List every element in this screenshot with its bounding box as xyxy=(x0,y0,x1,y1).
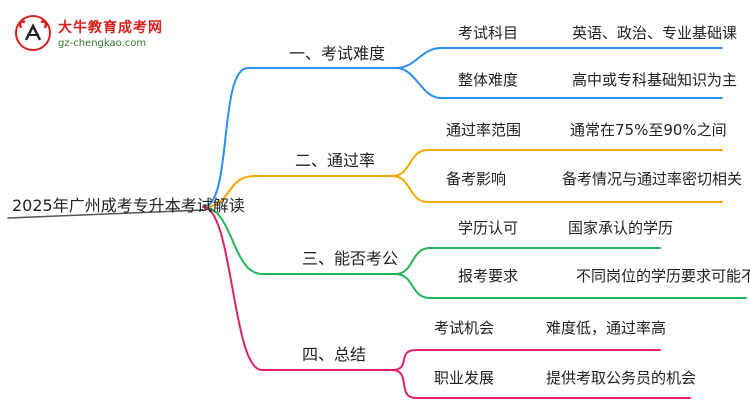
leaf-value-prep-impact: 备考情况与通过率密切相关 xyxy=(562,170,743,188)
leaf-label-degree-recognition: 学历认可 xyxy=(458,219,519,237)
leaf-label-overall-difficulty: 整体难度 xyxy=(458,71,519,89)
leaf-connector-summary-1 xyxy=(391,349,661,371)
leaf-connector-pass-rate-2 xyxy=(391,175,723,203)
leaf-connector-summary-2 xyxy=(391,369,691,399)
leaf-label-career-development: 职业发展 xyxy=(434,369,495,387)
leaf-connector-difficulty-1 xyxy=(395,47,723,69)
leaf-label-exam-opportunity: 考试机会 xyxy=(434,319,495,337)
leaf-connector-difficulty-2 xyxy=(395,67,723,99)
root-topic: 2025年广州成考专升本考试解读 xyxy=(12,196,245,215)
leaf-value-pass-range: 通常在75%至90%之间 xyxy=(570,121,727,139)
branch-label-civil-service: 三、能否考公 xyxy=(302,249,399,268)
root-underline xyxy=(7,209,204,219)
leaf-value-subjects: 英语、政治、专业基础课 xyxy=(572,24,738,42)
branch-connector-summary xyxy=(202,206,393,371)
branch-label-pass-rate: 二、通过率 xyxy=(295,151,376,170)
bull-logo-icon xyxy=(15,15,51,51)
leaf-label-pass-range: 通过率范围 xyxy=(446,121,522,139)
leaf-connector-pass-rate-1 xyxy=(391,149,723,177)
leaf-label-application-requirements: 报考要求 xyxy=(458,267,519,285)
leaf-value-degree-recognition: 国家承认的学历 xyxy=(568,219,674,237)
branch-connector-civil-service xyxy=(202,206,396,275)
leaf-label-subjects: 考试科目 xyxy=(458,24,519,42)
leaf-label-prep-impact: 备考影响 xyxy=(446,170,507,188)
branch-connector-difficulty xyxy=(202,67,397,208)
branch-label-summary: 四、总结 xyxy=(302,345,367,364)
leaf-value-overall-difficulty: 高中或专科基础知识为主 xyxy=(572,71,738,89)
leaf-connector-civil-service-2 xyxy=(394,273,747,299)
brand-logo: 大牛教育成考网 gz-chengkao.com xyxy=(10,8,210,56)
leaf-value-application-requirements: 不同岗位的学历要求可能不同 xyxy=(576,267,750,285)
brand-url: gz-chengkao.com xyxy=(58,38,147,49)
leaf-value-exam-opportunity: 难度低，通过率高 xyxy=(546,319,667,337)
leaf-value-career-development: 提供考取公务员的机会 xyxy=(546,369,697,387)
branch-connector-pass-rate xyxy=(202,175,393,208)
brand-name: 大牛教育成考网 xyxy=(58,20,163,36)
leaf-connector-civil-service-1 xyxy=(394,247,661,275)
branch-label-difficulty: 一、考试难度 xyxy=(289,44,386,63)
